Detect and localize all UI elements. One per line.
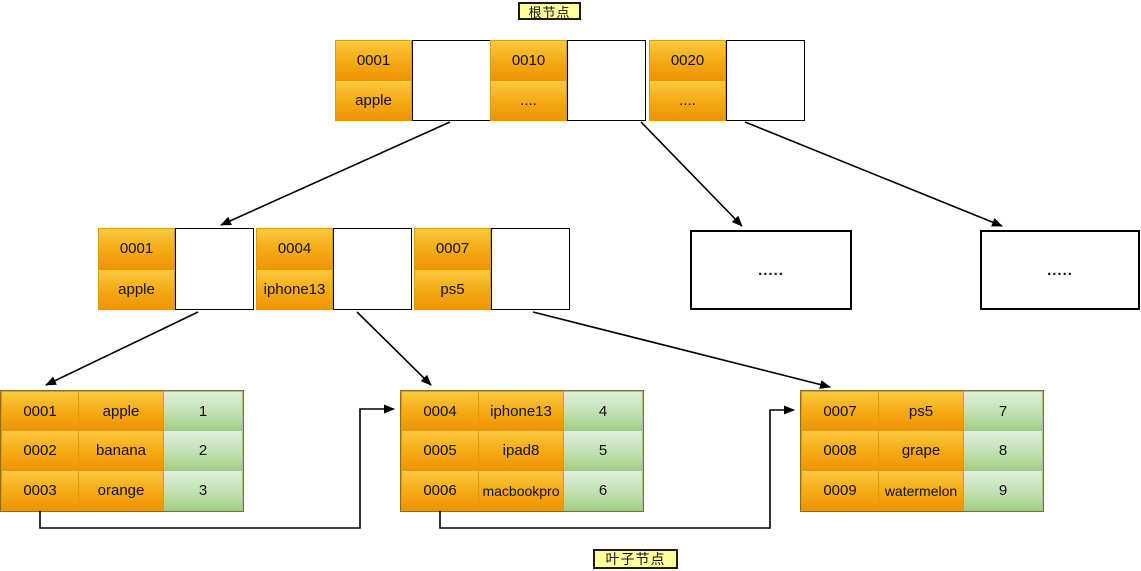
root-entry-1: 0001 apple (335, 40, 491, 121)
id-cell: 0003 (1, 471, 79, 511)
ellipsis-node-2: ..... (980, 230, 1140, 310)
name-cell: apple (79, 391, 164, 431)
leaf-row: 0002 banana 2 (1, 431, 243, 471)
name-cell: ipad8 (479, 431, 564, 471)
key-cell: 0001 (335, 40, 412, 81)
pointer-box (491, 228, 570, 310)
internal-entry-3: 0007 ps5 (414, 228, 570, 310)
id-cell: 0008 (801, 431, 879, 471)
id-cell: 0009 (801, 471, 879, 511)
leaf-row: 0008 grape 8 (801, 431, 1043, 471)
id-cell: 0007 (801, 391, 879, 431)
leaf-node-1: 0001 apple 1 0002 banana 2 0003 orange 3 (0, 390, 244, 512)
leaf-node-label: 叶子节点 (593, 549, 678, 569)
id-cell: 0001 (1, 391, 79, 431)
id-cell: 0006 (401, 471, 479, 511)
leaf-row: 0003 orange 3 (1, 471, 243, 511)
num-cell: 4 (564, 391, 643, 431)
pointer-box (333, 228, 412, 310)
root-entry-2: 0010 .... (490, 40, 646, 121)
value-cell: iphone13 (256, 269, 333, 310)
arrow-root-to-internal (220, 121, 451, 226)
internal-entry-1: 0001 apple (98, 228, 254, 310)
key-cell: 0001 (98, 228, 175, 270)
name-cell: watermelon (879, 471, 964, 511)
key-cell: 0004 (256, 228, 333, 270)
leaf-node-2: 0004 iphone13 4 0005 ipad8 5 0006 macboo… (400, 390, 644, 512)
leaf-row: 0001 apple 1 (1, 391, 243, 431)
num-cell: 1 (164, 391, 243, 431)
internal-entry-1-keyvalue: 0001 apple (98, 228, 175, 310)
leaf-row: 0005 ipad8 5 (401, 431, 643, 471)
id-cell: 0002 (1, 431, 79, 471)
pointer-box (567, 40, 646, 121)
leaf-node-3: 0007 ps5 7 0008 grape 8 0009 watermelon … (800, 390, 1044, 512)
value-cell: ps5 (414, 269, 491, 310)
num-cell: 9 (964, 471, 1043, 511)
ellipsis-node-1: ..... (690, 230, 852, 310)
root-entry-3: 0020 .... (649, 40, 805, 121)
arrow-root-to-ellipsis-1 (640, 121, 743, 227)
id-cell: 0004 (401, 391, 479, 431)
key-cell: 0007 (414, 228, 491, 270)
root-entry-1-keyvalue: 0001 apple (335, 40, 412, 121)
arrow-internal-to-leaf-1 (45, 311, 199, 386)
num-cell: 2 (164, 431, 243, 471)
value-cell: apple (98, 269, 175, 310)
leaf-row: 0007 ps5 7 (801, 391, 1043, 431)
root-entry-2-keyvalue: 0010 .... (490, 40, 567, 121)
num-cell: 8 (964, 431, 1043, 471)
key-cell: 0020 (649, 40, 726, 81)
name-cell: grape (879, 431, 964, 471)
name-cell: ps5 (879, 391, 964, 431)
value-cell: .... (649, 81, 726, 121)
name-cell: orange (79, 471, 164, 511)
pointer-box (412, 40, 491, 121)
pointer-box (175, 228, 254, 310)
arrow-internal-to-leaf-3 (532, 311, 831, 389)
num-cell: 5 (564, 431, 643, 471)
key-cell: 0010 (490, 40, 567, 81)
value-cell: apple (335, 81, 412, 121)
id-cell: 0005 (401, 431, 479, 471)
root-entry-3-keyvalue: 0020 .... (649, 40, 726, 121)
num-cell: 6 (564, 471, 643, 511)
num-cell: 3 (164, 471, 243, 511)
num-cell: 7 (964, 391, 1043, 431)
root-node-label: 根节点 (518, 2, 581, 20)
internal-entry-2: 0004 iphone13 (256, 228, 412, 310)
arrow-internal-to-leaf-2 (356, 311, 432, 386)
pointer-box (726, 40, 805, 121)
leaf-row: 0006 macbookpro 6 (401, 471, 643, 511)
internal-entry-3-keyvalue: 0007 ps5 (414, 228, 491, 310)
leaf-row: 0004 iphone13 4 (401, 391, 643, 431)
arrow-root-to-ellipsis-2 (744, 121, 1003, 227)
internal-entry-2-keyvalue: 0004 iphone13 (256, 228, 333, 310)
name-cell: macbookpro (479, 471, 564, 511)
name-cell: banana (79, 431, 164, 471)
name-cell: iphone13 (479, 391, 564, 431)
value-cell: .... (490, 81, 567, 121)
leaf-row: 0009 watermelon 9 (801, 471, 1043, 511)
